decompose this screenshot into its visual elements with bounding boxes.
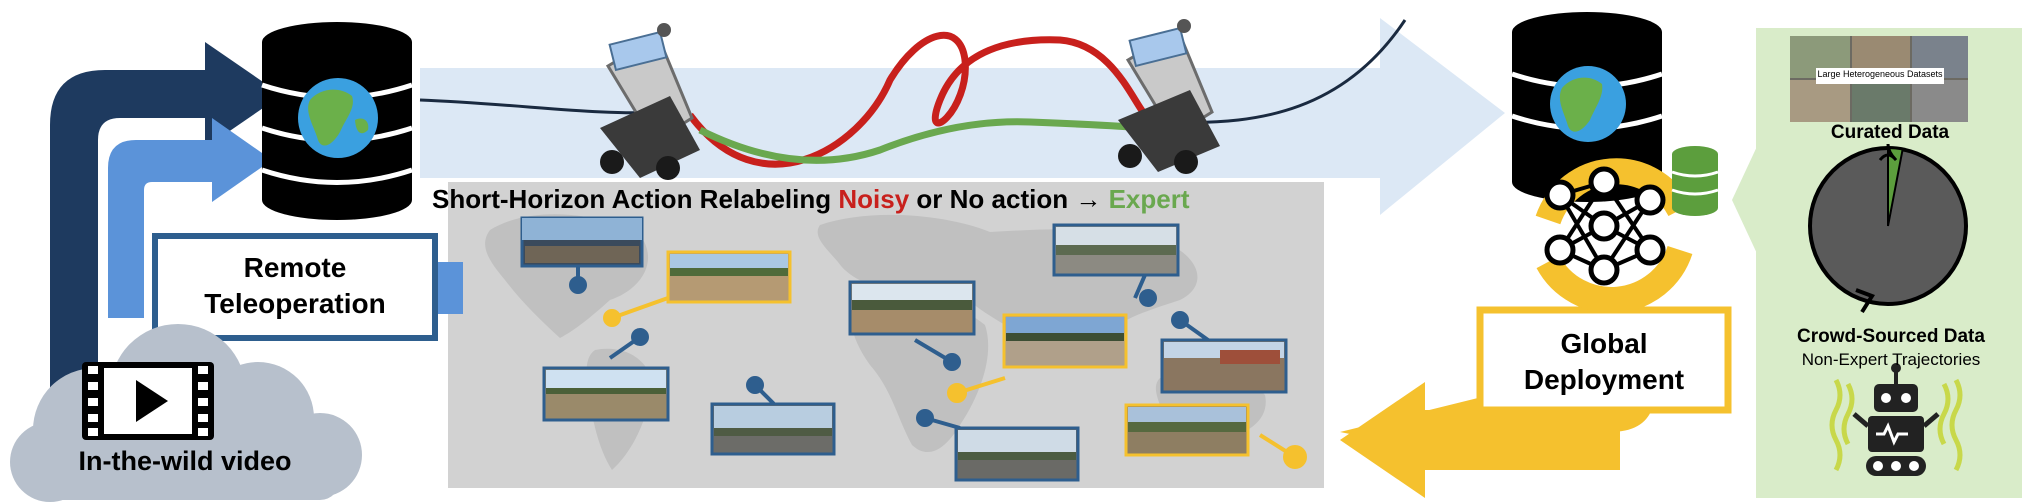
deployment-arrow-head [1340,382,1425,498]
remote-teleop-label-2: Teleoperation [155,288,435,320]
photo-thumbnail [1004,315,1126,367]
global-deployment-label-2: Deployment [1480,364,1728,396]
photo-thumbnail [850,282,974,334]
relabel-caption: Short-Horizon Action Relabeling Noisy or… [432,184,1189,215]
relabel-expert: Expert [1109,184,1190,214]
photo-thumbnail [1162,340,1286,392]
curated-data-label: Curated Data [1780,122,2000,144]
photo-thumbnail [544,368,668,420]
photo-thumbnail [712,404,834,454]
photo-thumbnail [956,428,1078,480]
relabel-prefix: Short-Horizon Action Relabeling [432,184,831,214]
neural-net-icon [1547,169,1680,300]
photo-thumbnail [1054,225,1178,275]
in-the-wild-video-label: In-the-wild video [20,446,350,477]
video-icon [82,362,214,440]
global-deployment-label-1: Global [1480,328,1728,360]
remote-teleop-label-1: Remote [155,252,435,284]
photo-thumbnail [1126,405,1248,455]
photo-thumbnail [668,252,790,302]
crowd-sourced-label: Crowd-Sourced Data [1760,326,2022,348]
dataset-banner: Large Heterogeneous Datasets [1816,69,1944,79]
non-expert-label: Non-Expert Trajectories [1760,350,2022,370]
small-database-icon [1672,146,1718,216]
dataset-collage [1790,36,1968,122]
deployment-arrow-shaft [1420,410,1620,470]
photo-thumbnail [522,218,642,266]
globe-icon [298,78,378,158]
relabel-middle: or No action → [916,184,1101,214]
globe-icon [1550,66,1626,142]
relabel-noisy: Noisy [838,184,909,214]
